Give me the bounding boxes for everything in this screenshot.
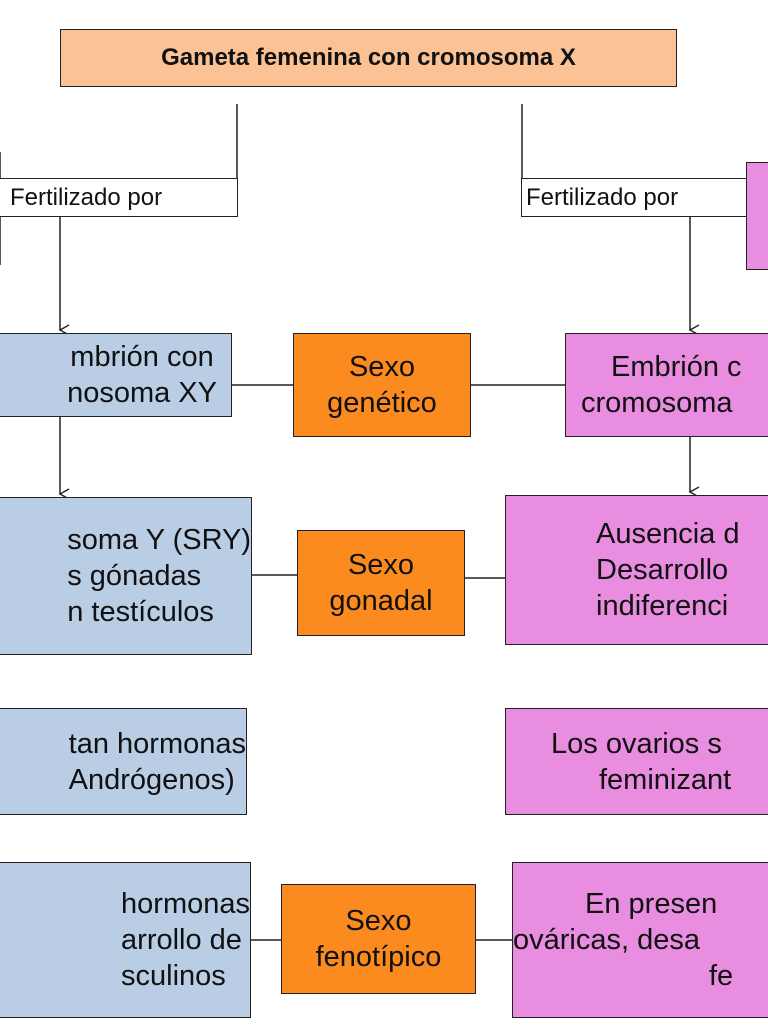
right-absence-box: Ausencia d Desarrollo indiferenci bbox=[505, 495, 768, 645]
right-clipped-sperm-box bbox=[746, 162, 768, 270]
right-embryo-line-1: Embrión c bbox=[611, 351, 742, 383]
right-ovaries-line-1: Los ovarios s bbox=[551, 727, 722, 760]
right-embryo-line-2: cromosoma bbox=[581, 387, 733, 419]
right-presence-line-2: ováricas, desa bbox=[513, 924, 700, 956]
left-embryo-line-2: nosoma XY bbox=[67, 377, 217, 409]
sex-phenotypic-line-2: fenotípico bbox=[315, 941, 442, 973]
sex-phenotypic-box: Sexo fenotípico bbox=[281, 884, 476, 994]
right-presence-line-3: fe bbox=[709, 960, 734, 992]
left-embryo-box: mbrión con nosoma XY bbox=[0, 333, 232, 417]
sex-gonadal-box: Sexo gonadal bbox=[297, 530, 465, 636]
left-sry-box: soma Y (SRY) s gónadas n testículos bbox=[0, 497, 252, 655]
right-ovaries-box: Los ovarios s feminizant bbox=[505, 708, 768, 815]
right-fertilized-label: Fertilizado por bbox=[521, 178, 751, 217]
sex-genetic-line-2: genético bbox=[327, 387, 437, 419]
right-absence-line-2: Desarrollo bbox=[596, 554, 729, 586]
left-development-line-1: hormonas bbox=[121, 888, 250, 920]
sex-gonadal-line-2: gonadal bbox=[329, 585, 433, 617]
sex-phenotypic-line-1: Sexo bbox=[345, 905, 412, 937]
sex-genetic-box: Sexo genético bbox=[293, 333, 471, 437]
right-presence-box: En presen ováricas, desa fe bbox=[512, 862, 768, 1018]
sex-genetic-line-1: Sexo bbox=[348, 351, 416, 383]
left-embryo-line-1: mbrión con bbox=[70, 341, 214, 373]
left-sry-line-3: n testículos bbox=[67, 596, 214, 628]
left-development-box: hormonas arrollo de sculinos bbox=[0, 862, 251, 1018]
sex-gonadal-line-1: Sexo bbox=[347, 549, 415, 581]
left-fertilized-label: Fertilizado por bbox=[0, 178, 238, 217]
right-fertilized-text: Fertilizado por bbox=[526, 183, 679, 211]
left-development-line-2: arrollo de bbox=[121, 924, 242, 956]
left-fertilized-text: Fertilizado por bbox=[10, 183, 163, 211]
left-hormones-line-1: tan hormonas bbox=[68, 727, 246, 760]
right-presence-line-1: En presen bbox=[585, 888, 718, 920]
right-embryo-box: Embrión c cromosoma bbox=[565, 333, 768, 437]
left-development-line-3: sculinos bbox=[121, 960, 226, 992]
top-gamete-text: Gameta femenina con cromosoma X bbox=[161, 44, 576, 71]
right-absence-line-1: Ausencia d bbox=[596, 518, 740, 550]
left-hormones-line-2: Andrógenos) bbox=[68, 763, 235, 796]
right-ovaries-line-2: feminizant bbox=[599, 763, 732, 796]
left-hormones-box: tan hormonas Andrógenos) bbox=[0, 708, 247, 815]
top-gamete-box: Gameta femenina con cromosoma X bbox=[60, 29, 677, 87]
right-absence-line-3: indiferenci bbox=[596, 590, 729, 622]
left-sry-line-1: soma Y (SRY) bbox=[67, 524, 251, 556]
left-sry-line-2: s gónadas bbox=[67, 560, 202, 592]
